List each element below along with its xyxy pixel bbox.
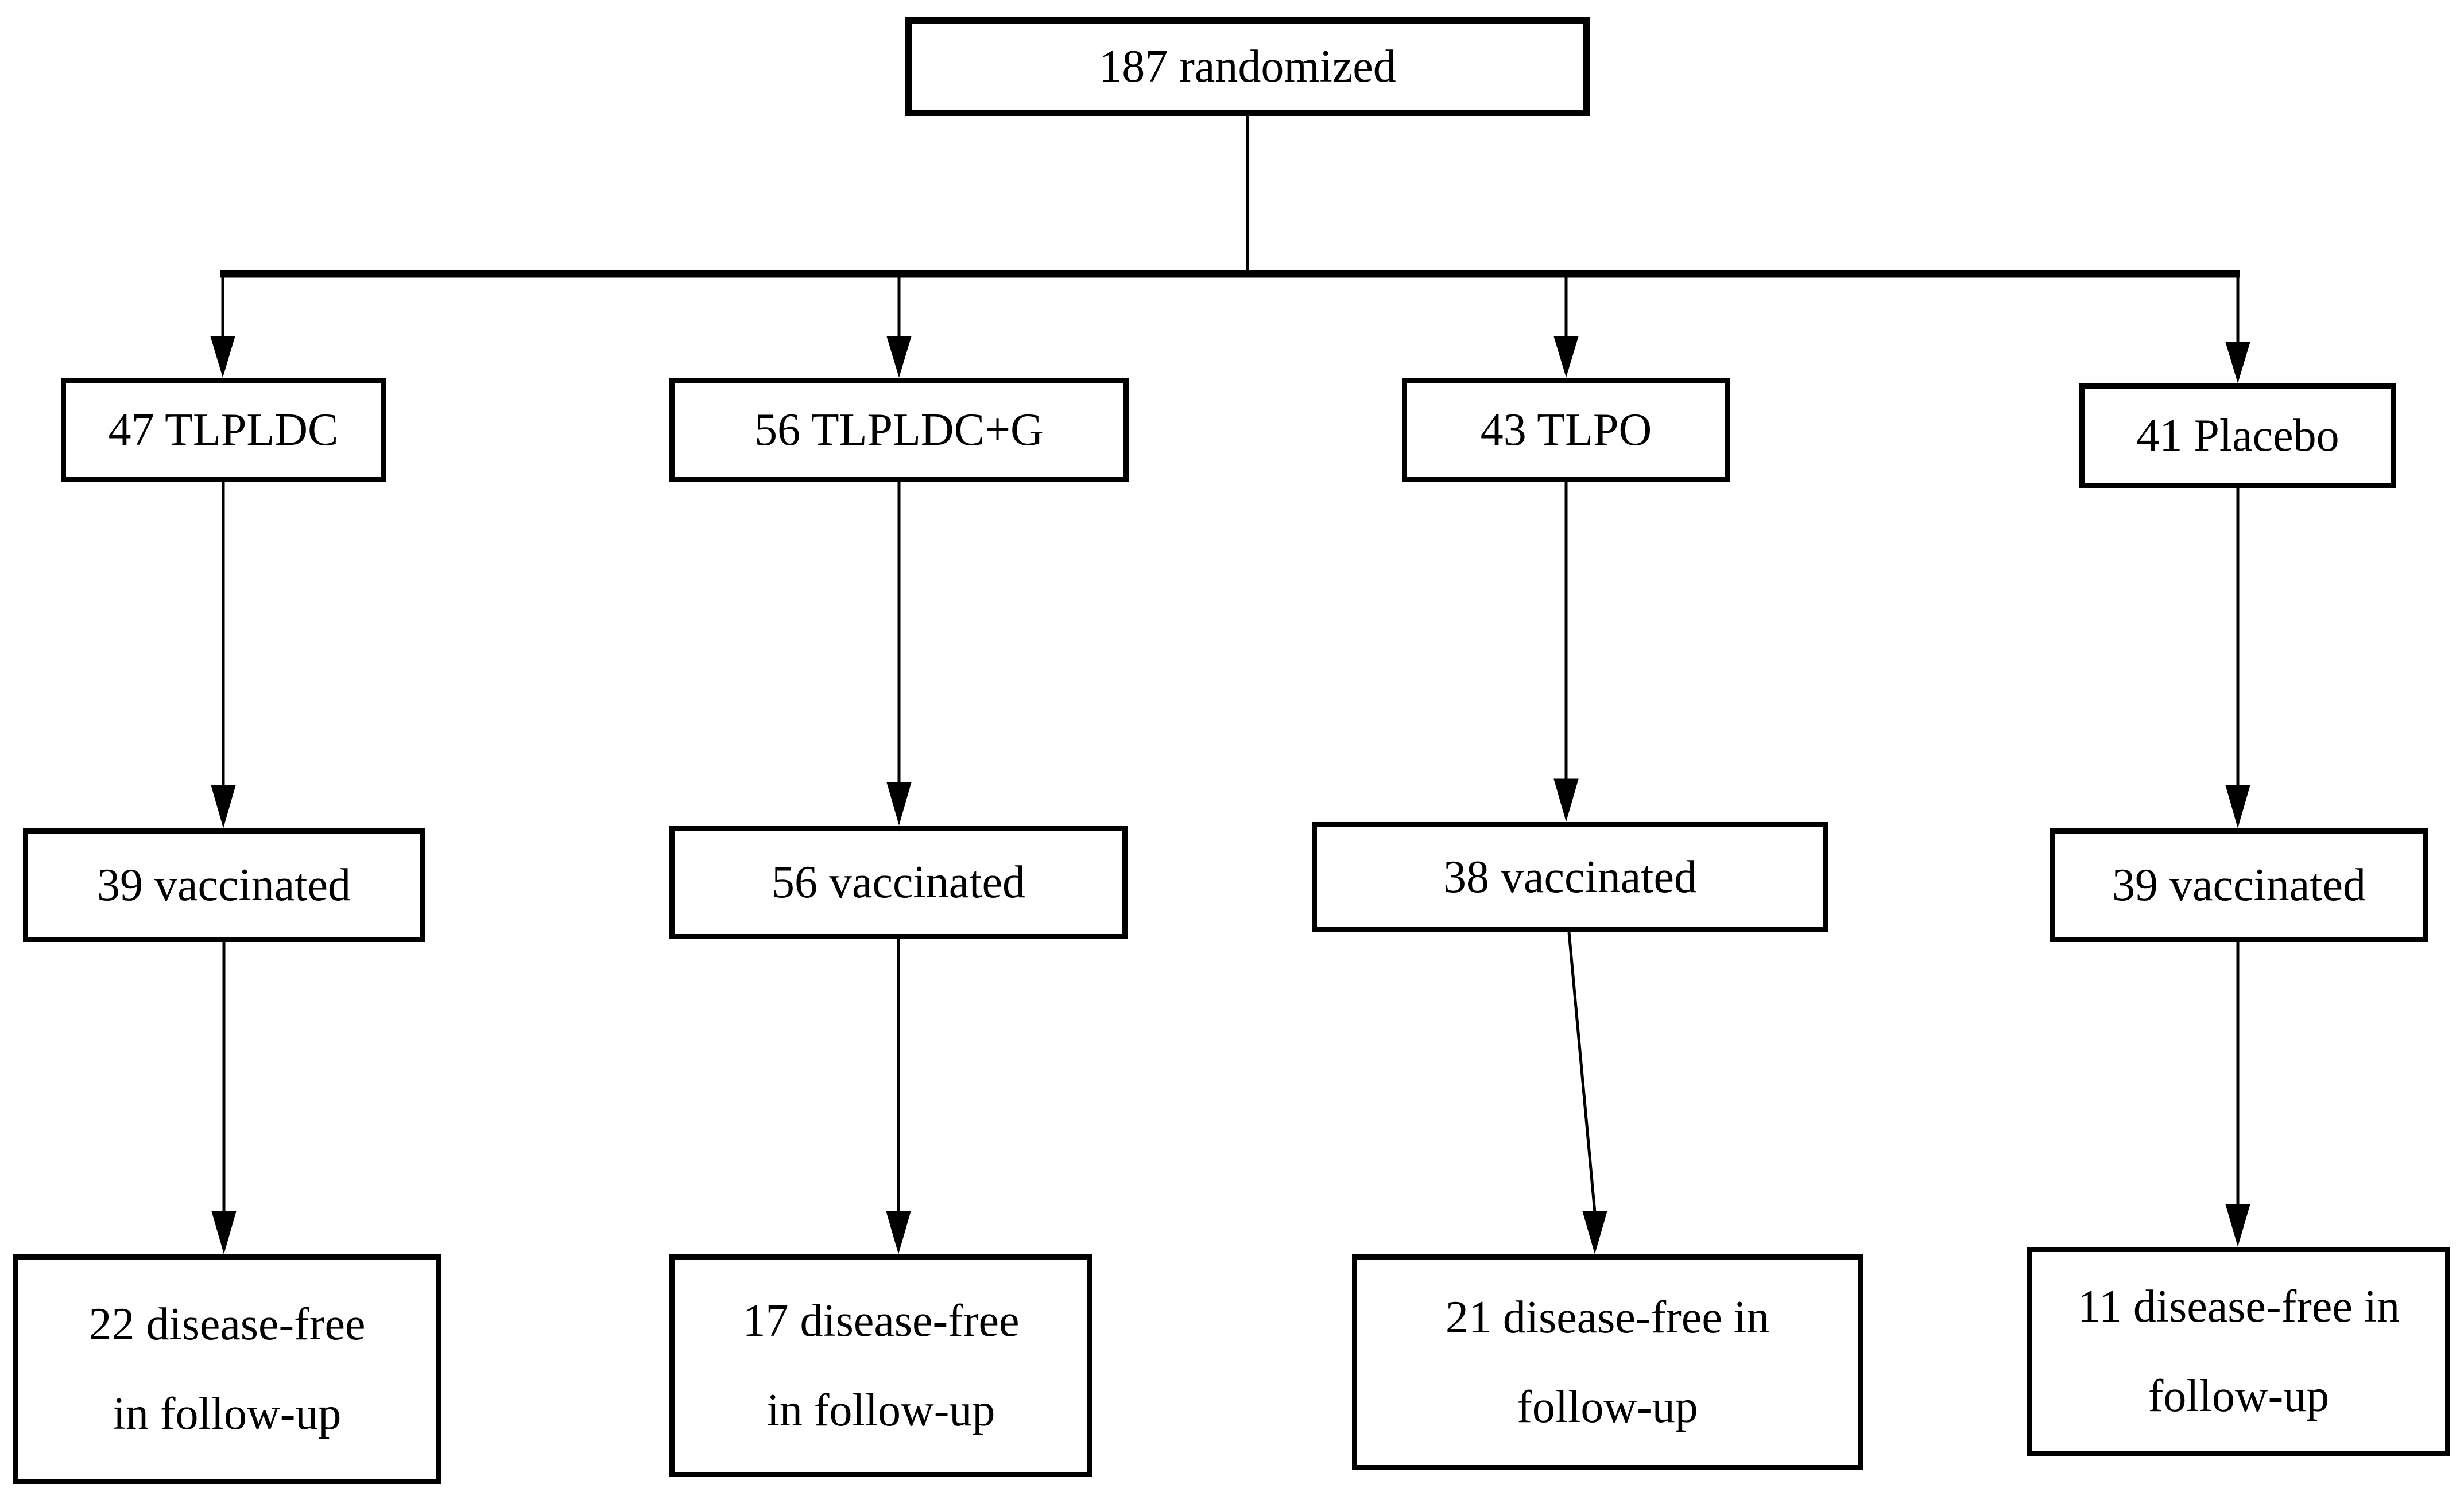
flow-box-randomized: 187 randomized bbox=[905, 17, 1590, 116]
flow-box-arm-placebo: 41 Placebo bbox=[2079, 383, 2396, 488]
outcome-line-2: follow-up bbox=[2148, 1371, 2330, 1421]
outcome-line-1: 11 disease-free in bbox=[2077, 1281, 2400, 1332]
flow-box-vaccinated-tlpldc: 39 vaccinated bbox=[23, 828, 425, 942]
arm-label: 47 TLPLDC bbox=[108, 405, 339, 455]
flow-box-vaccinated-tlpldc-g: 56 vaccinated bbox=[669, 826, 1128, 939]
outcome-line-2: in follow-up bbox=[113, 1389, 342, 1439]
arm-label: 43 TLPO bbox=[1480, 405, 1652, 455]
outcome-line-2: in follow-up bbox=[766, 1385, 995, 1436]
flow-box-disease-free-placebo: 11 disease-free in follow-up bbox=[2027, 1247, 2450, 1456]
randomized-label: 187 randomized bbox=[1099, 41, 1396, 92]
vaccinated-label: 56 vaccinated bbox=[772, 857, 1025, 908]
flow-box-vaccinated-tlpo: 38 vaccinated bbox=[1312, 822, 1828, 932]
flow-box-arm-tlpldc: 47 TLPLDC bbox=[61, 378, 386, 482]
flow-box-disease-free-tlpo: 21 disease-free in follow-up bbox=[1352, 1254, 1863, 1470]
outcome-line-1: 22 disease-free bbox=[88, 1299, 366, 1350]
flow-box-disease-free-tlpldc: 22 disease-free in follow-up bbox=[13, 1254, 441, 1484]
flow-box-arm-tlpo: 43 TLPO bbox=[1402, 378, 1730, 482]
vaccinated-label: 39 vaccinated bbox=[97, 860, 351, 910]
flow-box-vaccinated-placebo: 39 vaccinated bbox=[2050, 828, 2428, 942]
flow-box-disease-free-tlpldc-g: 17 disease-free in follow-up bbox=[669, 1254, 1092, 1477]
flow-box-arm-tlpldc-g: 56 TLPLDC+G bbox=[669, 378, 1129, 482]
vaccinated-label: 39 vaccinated bbox=[2112, 860, 2366, 910]
arm-label: 41 Placebo bbox=[2136, 410, 2339, 461]
outcome-line-1: 17 disease-free bbox=[742, 1296, 1020, 1346]
arm-label: 56 TLPLDC+G bbox=[754, 405, 1044, 455]
vaccinated-label: 38 vaccinated bbox=[1443, 852, 1697, 902]
outcome-line-2: follow-up bbox=[1517, 1382, 1698, 1432]
outcome-line-1: 21 disease-free in bbox=[1445, 1292, 1770, 1343]
